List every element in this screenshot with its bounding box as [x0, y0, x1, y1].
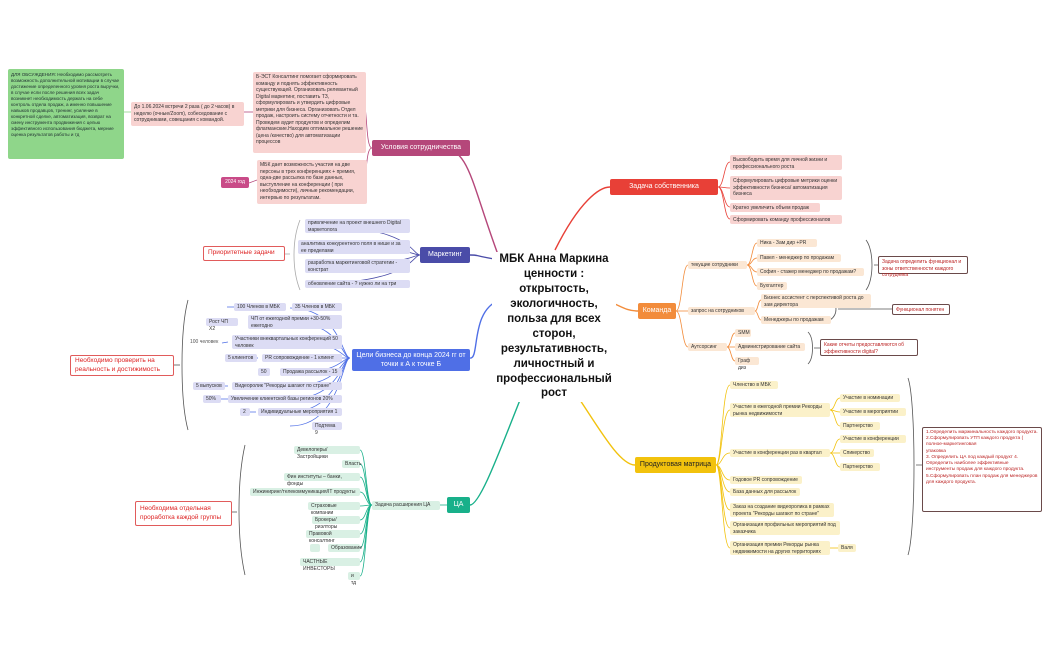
leaf-mbk-offer[interactable]: МБК дает возможность участия на две перс…: [257, 160, 367, 204]
tag-year[interactable]: 2024 год: [221, 177, 249, 188]
branch-produkt[interactable]: Продуктовая матрица: [635, 457, 716, 473]
ca-item[interactable]: Страховые компании: [308, 502, 360, 516]
marketing-item[interactable]: обновление сайта - ? нужно ли на три: [305, 280, 410, 288]
branch-usloviya[interactable]: Условия сотрудничества: [372, 140, 470, 156]
product-item[interactable]: Годовое PR сопровождение: [730, 476, 802, 484]
product-item[interactable]: Заказ на создание видеоролика в рамках п…: [730, 503, 834, 517]
ca-item[interactable]: Девелоперы/Застройщики: [294, 446, 360, 460]
employee-item[interactable]: Бухгалтер: [757, 282, 787, 290]
goal-to[interactable]: Продажа рассылок - 15: [280, 368, 342, 376]
goal-from[interactable]: 5 выпусков: [193, 382, 225, 390]
marketing-item[interactable]: аналитика конкурентного поля в нише и за…: [298, 240, 410, 254]
employee-item[interactable]: Павел - менеджер по продажам: [757, 254, 841, 262]
goal-from[interactable]: 50%: [203, 395, 221, 403]
goal-from[interactable]: Рост ЧП Х2: [206, 318, 238, 332]
zadacha-item[interactable]: Кратно увеличить объем продаж: [730, 203, 820, 212]
zadacha-item[interactable]: Сформулировать цифровые метрики оценки э…: [730, 176, 842, 200]
outsourcing-item[interactable]: SMM: [735, 329, 751, 337]
conf-sub-item[interactable]: Партнерство: [840, 463, 880, 471]
ca-item[interactable]: Образование: [328, 544, 362, 552]
regions-sub-item[interactable]: Валя: [838, 544, 856, 552]
komanda-outsourcing-label[interactable]: Аутсорсинг: [688, 343, 727, 351]
branch-komanda[interactable]: Команда: [638, 303, 676, 319]
ca-item[interactable]: Брокеры/риэлторы: [312, 516, 360, 530]
ca-item[interactable]: Власть: [342, 460, 361, 468]
goal-from[interactable]: 5 клиентов: [225, 354, 257, 362]
ca-item-blank[interactable]: [310, 544, 320, 552]
callout-check-reality[interactable]: Необходимо проверить на реальность и дос…: [70, 355, 174, 376]
goal-to[interactable]: Подтема 9: [312, 422, 342, 436]
zadacha-item[interactable]: Сформировать команду профессионалов: [730, 215, 842, 224]
note-product-tasks[interactable]: 1.Определить маржинальность каждого прод…: [922, 427, 1042, 512]
goal-to[interactable]: Участники внеквартальных конференций 50 …: [232, 335, 342, 349]
note-responsibility[interactable]: Задача определить функционал и зоны отве…: [878, 256, 968, 278]
premia-sub-item[interactable]: Участие в номинации: [840, 394, 900, 402]
callout-priority[interactable]: Приоритетные задачи: [203, 246, 285, 261]
conf-sub-item[interactable]: Участие в конференции: [840, 435, 906, 443]
goal-to[interactable]: 35 Членов в МБК: [292, 303, 342, 311]
komanda-request-label[interactable]: запрос на сотрудников: [688, 307, 755, 315]
branch-zadacha[interactable]: Задача собственника: [610, 179, 718, 195]
branch-celi[interactable]: Цели бизнеса до конца 2024 гг от точки к…: [352, 349, 470, 371]
marketing-item[interactable]: привлечение на проект внешнего Digital м…: [305, 219, 410, 233]
goal-from[interactable]: 50: [258, 368, 270, 376]
conf-sub-item[interactable]: Спикерство: [840, 449, 874, 457]
goal-from[interactable]: 100 человек: [190, 339, 219, 345]
product-item[interactable]: Организация профильных мероприятий под з…: [730, 521, 840, 535]
employee-item[interactable]: София - стажер менеджер по продажам?: [757, 268, 864, 276]
ca-item[interactable]: ЧАСТНЫЕ ИНВЕСТОРЫ: [300, 558, 360, 572]
callout-each-group[interactable]: Необходима отдельная проработка каждой г…: [135, 501, 232, 526]
outsourcing-item[interactable]: Граф диз: [735, 357, 759, 371]
central-topic[interactable]: МБК Анна Маркина ценности : открытость, …: [492, 252, 616, 402]
ca-item[interactable]: Правовой консалтинг: [306, 530, 360, 544]
leaf-meetings[interactable]: До 1.06.2024 встречи 2 раза ( до 2 часов…: [131, 102, 244, 126]
outsourcing-item[interactable]: Администрирование сайта: [735, 343, 805, 351]
goal-to[interactable]: PR сопровождение - 1 клиент: [262, 354, 342, 362]
note-functional[interactable]: Функционал понятен: [892, 304, 950, 315]
note-discussion[interactable]: ДЛЯ ОБСУЖДЕНИЯ: Необходимо рассмотреть в…: [8, 69, 124, 159]
goal-to[interactable]: ЧП от ежегодной премии +30-50% ежегодно: [248, 315, 342, 329]
ca-item[interactable]: Фин институты – банки, фонды: [284, 473, 360, 487]
employee-item[interactable]: Ника - Зам дир +PR: [757, 239, 817, 247]
branch-marketing[interactable]: Маркетинг: [420, 247, 470, 263]
marketing-item[interactable]: разработка маркетинговой стратегии - кон…: [305, 259, 410, 273]
branch-ca[interactable]: ЦА: [447, 497, 470, 513]
premia-sub-item[interactable]: Партнерство: [840, 422, 880, 430]
goal-to[interactable]: Увеличение клиентской базы регионов 20%: [228, 395, 342, 403]
goal-from[interactable]: 100 Членов в МБК: [234, 303, 286, 311]
leaf-bect-consulting[interactable]: Б-ЭСТ Консалтинг помогает сформировать к…: [253, 72, 366, 153]
komanda-current-label[interactable]: текущие сотрудники: [688, 261, 747, 269]
zadacha-item[interactable]: Высвободить время для личной жизни и про…: [730, 155, 842, 170]
request-item[interactable]: Менеджеры по продажам: [761, 316, 831, 324]
request-item[interactable]: Бизнес ассистент с перспективой роста до…: [761, 294, 871, 308]
product-item[interactable]: Участие в конференции раз в квартал: [730, 449, 830, 457]
premia-sub-item[interactable]: Участие в мероприятии: [840, 408, 906, 416]
ca-item[interactable]: и тд: [348, 572, 360, 586]
product-item[interactable]: Членство в МБК: [730, 381, 778, 389]
ca-item[interactable]: Инжиниринг/телекоммуникация/IT продукты: [250, 488, 360, 496]
goal-to[interactable]: Индивидуальные мероприятия 1: [258, 408, 342, 416]
goal-to[interactable]: Видеоролик "Рекорды шагают по стране": [232, 382, 342, 390]
product-item[interactable]: Участие в ежегодной премии Рекорды рынка…: [730, 403, 830, 417]
ca-sub-task[interactable]: Задача расширения ЦА: [372, 501, 440, 510]
product-item[interactable]: База данных для рассылок: [730, 488, 800, 496]
goal-from[interactable]: 2: [240, 408, 250, 416]
product-item[interactable]: Организация премии Рекорды рынка недвижи…: [730, 541, 830, 555]
note-digital-reports[interactable]: Какие отчеты предоставляются об эффектив…: [820, 339, 918, 356]
